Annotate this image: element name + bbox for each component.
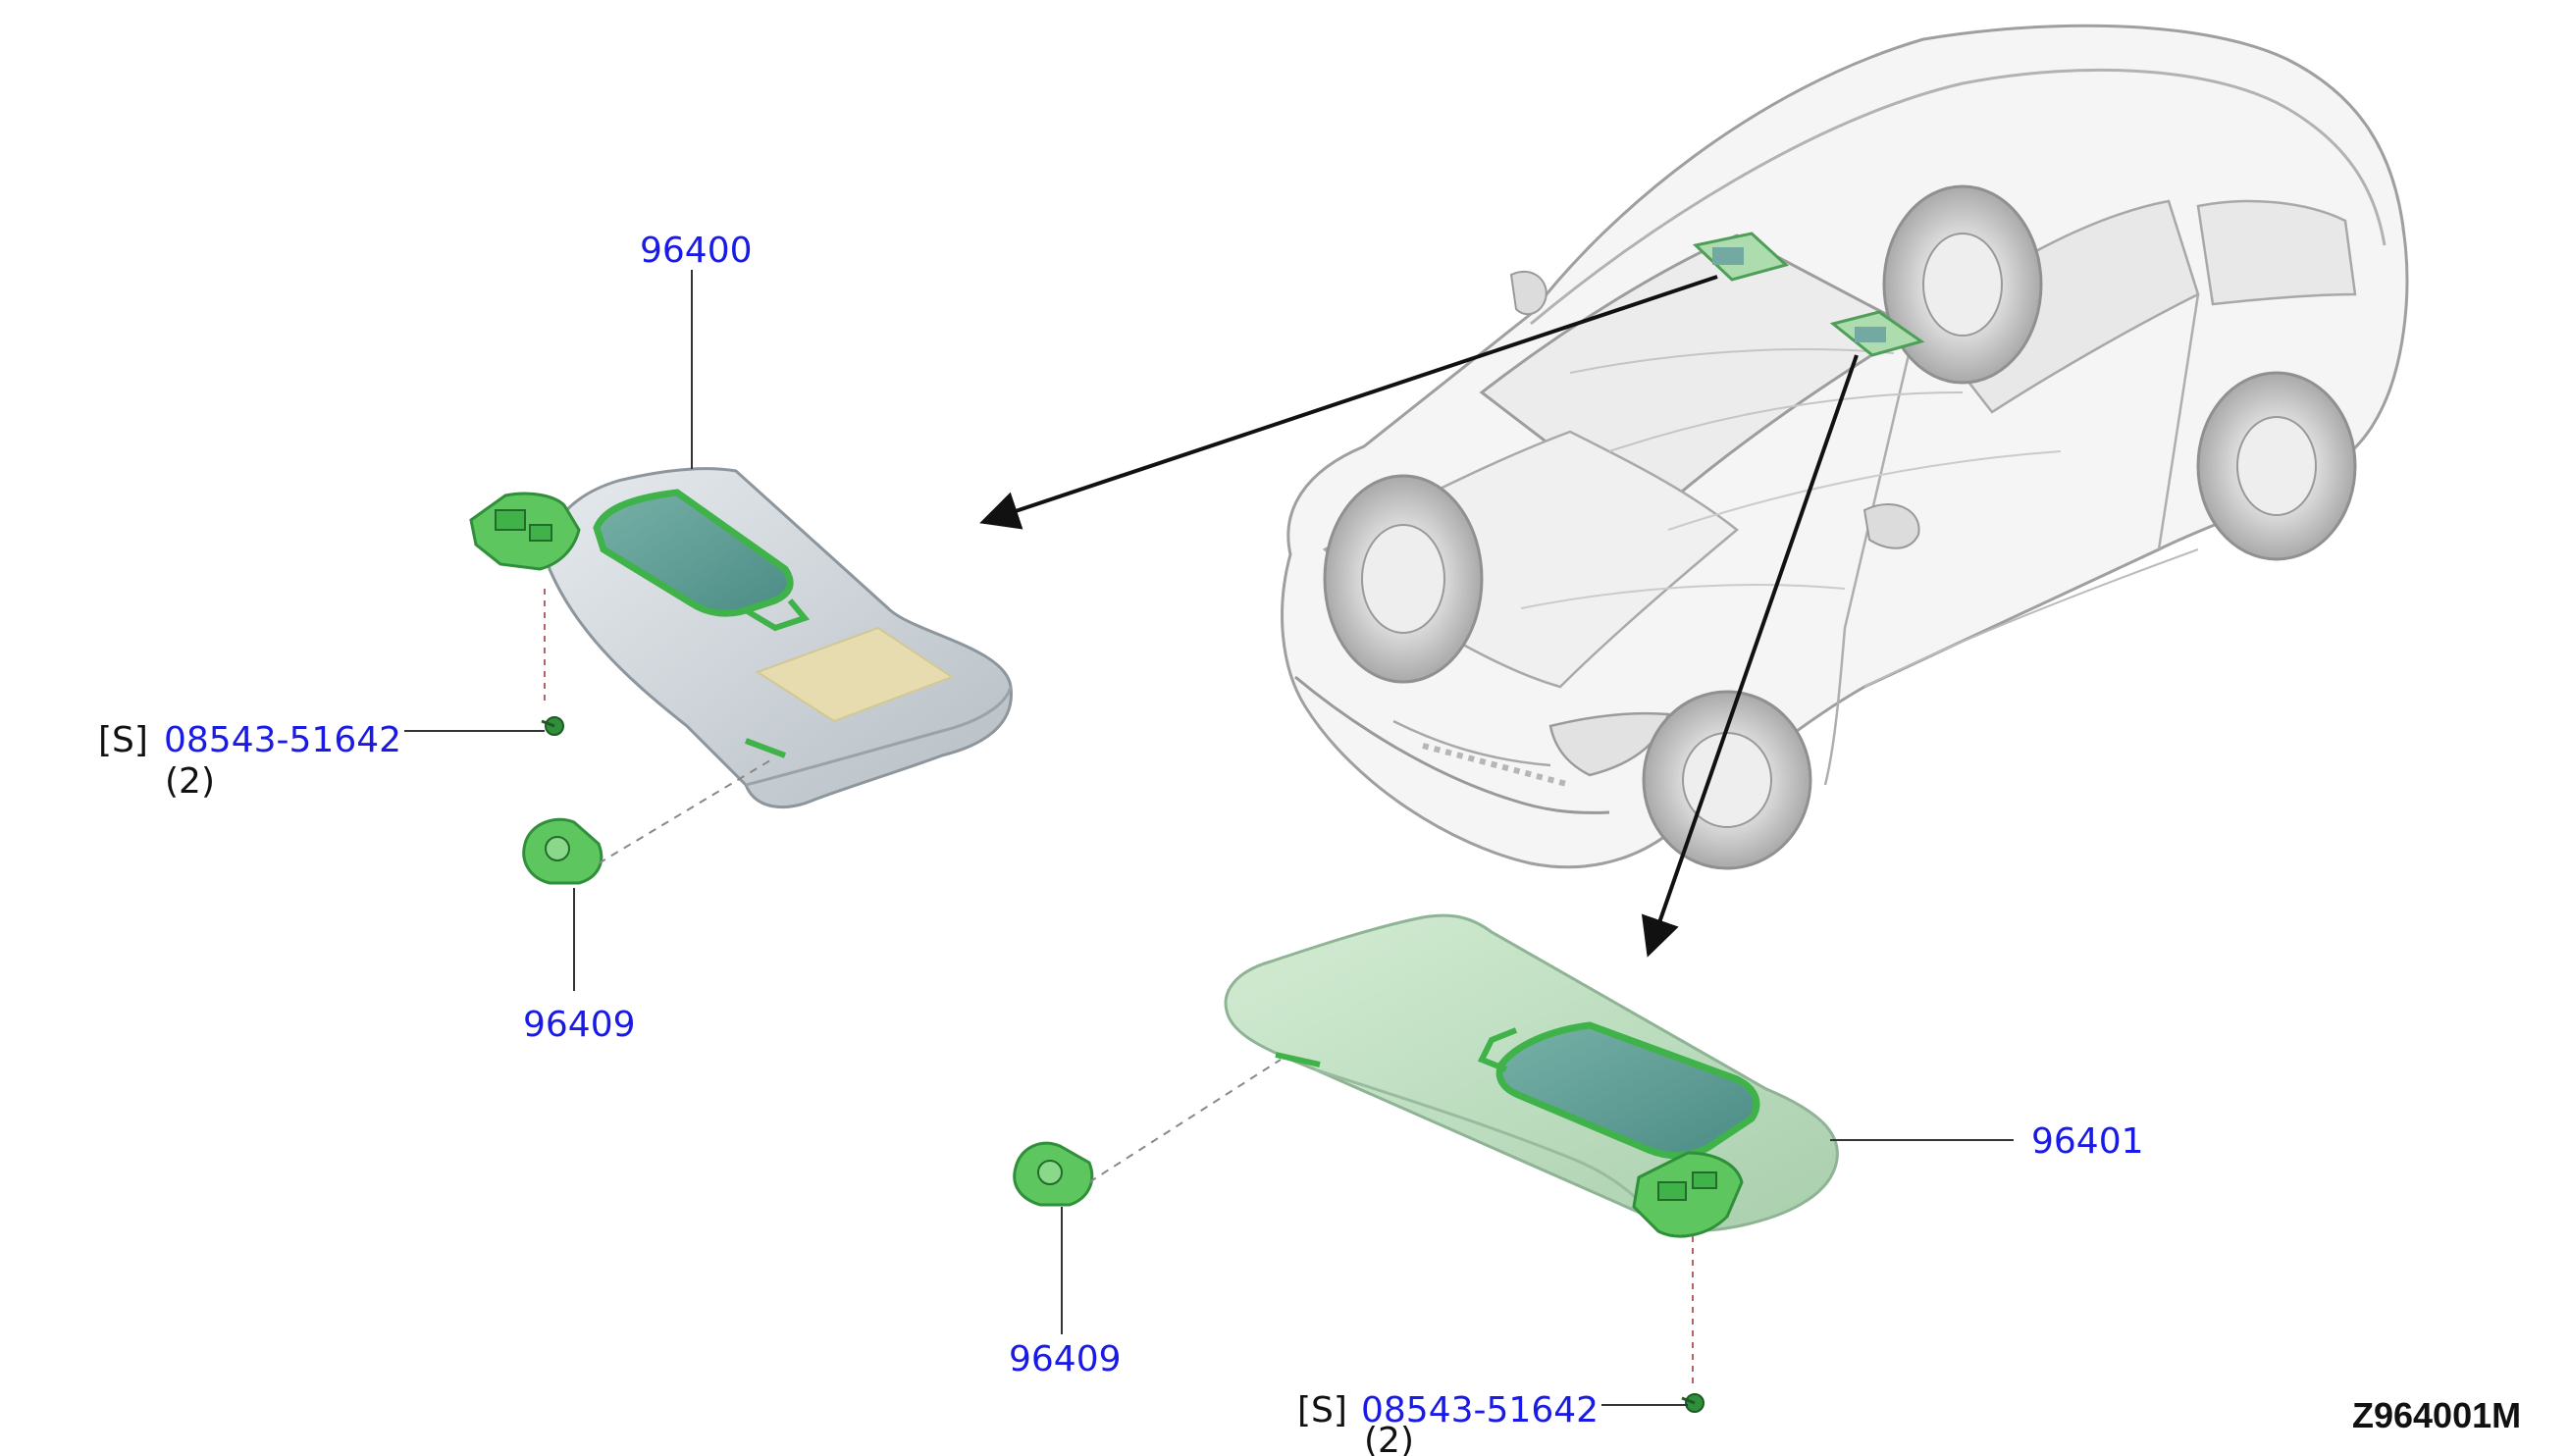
callout-96400[interactable]: 96400	[640, 231, 753, 271]
right-screw-qty: (2)	[1364, 1421, 1414, 1456]
right-screw-icon	[1681, 1393, 1705, 1413]
callout-left-96409[interactable]: 96409	[523, 1005, 636, 1045]
callout-left-screw[interactable]: 08543-51642	[164, 720, 401, 760]
left-screw-icon	[541, 716, 564, 736]
car-visor-right-location	[1829, 310, 1925, 357]
callout-96401[interactable]: 96401	[2031, 1121, 2144, 1162]
front-left-wheel	[1323, 474, 1484, 684]
car-visor-left-location	[1692, 232, 1790, 282]
rear-right-wheel	[2196, 371, 2357, 561]
right-sun-visor[interactable]	[1224, 913, 1839, 1232]
vehicle-illustration	[1281, 24, 2409, 870]
arrow-to-right-visor	[1641, 354, 1859, 958]
diagram-code: Z964001M	[2352, 1395, 2521, 1435]
callout-right-screw[interactable]: 08543-51642	[1361, 1390, 1599, 1430]
right-visor-pivot-bracket	[1632, 1151, 1744, 1238]
left-holder-dash-line	[598, 759, 771, 864]
right-screw-prefix: [S]	[1297, 1390, 1347, 1430]
callout-right-96409[interactable]: 96409	[1009, 1339, 1122, 1379]
left-visor-holder-clip[interactable]	[522, 817, 603, 885]
visor-label-card	[755, 626, 955, 723]
left-screw-qty: (2)	[165, 761, 215, 802]
left-visor-pivot-bracket	[469, 492, 581, 571]
right-holder-dash-line	[1088, 1059, 1282, 1183]
left-screw-prefix: [S]	[98, 720, 148, 760]
arrow-to-left-visor	[979, 275, 1718, 530]
left-visor-rod	[744, 738, 787, 758]
rear-left-wheel	[1882, 184, 2043, 385]
right-visor-holder-clip[interactable]	[1013, 1141, 1094, 1207]
left-sun-visor[interactable]	[546, 467, 1013, 809]
right-visor-rod	[1275, 1052, 1321, 1067]
front-right-wheel	[1642, 690, 1812, 870]
